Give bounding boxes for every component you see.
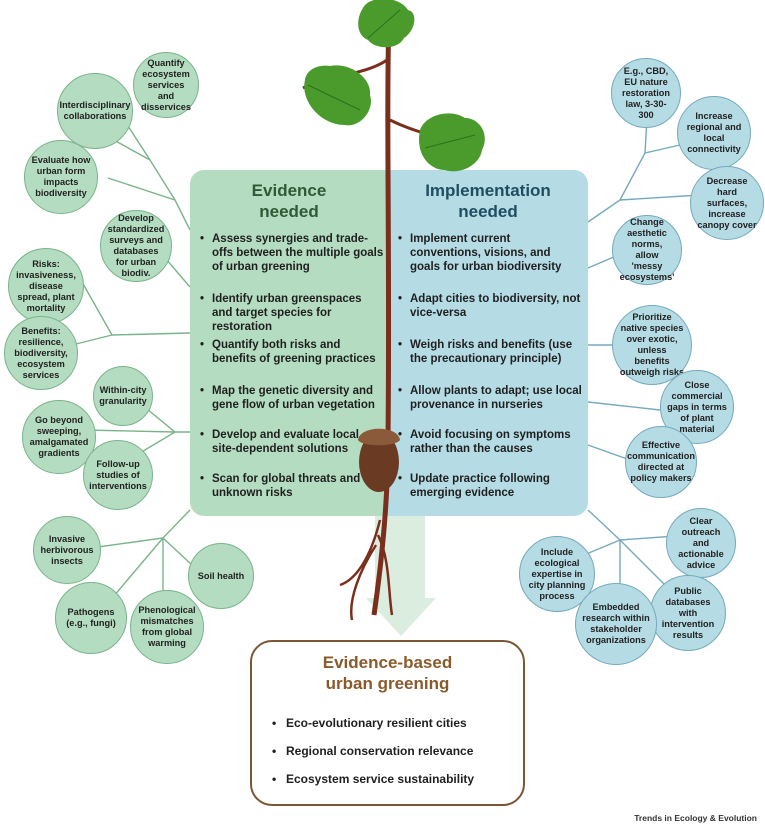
implementation-bubble: E.g., CBD, EU nature restoration law, 3-… [611, 58, 681, 128]
journal-credit: Trends in Ecology & Evolution [634, 813, 757, 823]
evidence-bubble: Interdisciplinary collaborations [57, 73, 133, 149]
evidence-title-line2: needed [259, 202, 319, 221]
implementation-bubble: Increase regional and local connectivity [677, 96, 751, 170]
evidence-bubble: Pathogens (e.g., fungi) [55, 582, 127, 654]
outcome-item: Regional conservation relevance [272, 744, 473, 758]
outcome-title-line2: urban greening [325, 674, 450, 693]
implementation-bubble: Effective communication directed at poli… [625, 426, 697, 498]
evidence-bubble: Invasive herbivorous insects [33, 516, 101, 584]
connector-right-bottom [559, 444, 691, 610]
implementation-item: Avoid focusing on symptoms rather than t… [398, 428, 583, 456]
outcome-title-line1: Evidence-based [322, 653, 453, 672]
implementation-bubble: Decrease hard surfaces, increase canopy … [690, 166, 764, 240]
evidence-bubble: Benefits: resilience, biodiversity, ecos… [4, 316, 78, 390]
outcome-title: Evidence-based urban greening [250, 652, 525, 694]
implementation-item: Adapt cities to biodiversity, not vice-v… [398, 292, 583, 320]
leaf-top [358, 0, 415, 48]
acorn-cap [358, 428, 400, 446]
implementation-bubble: Close commercial gaps in terms of plant … [660, 370, 734, 444]
implementation-bubble: Clear outreach and actionable advice [666, 508, 736, 578]
leaf-right [419, 113, 485, 172]
evidence-item: Quantify both risks and benefits of gree… [200, 338, 385, 366]
implementation-item: Allow plants to adapt; use local provena… [398, 384, 583, 412]
evidence-title-line1: Evidence [251, 181, 327, 200]
evidence-item: Map the genetic diversity and gene flow … [200, 384, 385, 412]
evidence-bubble: Quantify ecosystem services and disservi… [133, 52, 199, 118]
evidence-item: Develop and evaluate local, site-depende… [200, 428, 385, 456]
evidence-bubble: Soil health [188, 543, 254, 609]
implementation-item: Weigh risks and benefits (use the precau… [398, 338, 583, 366]
connector-left-bottom [97, 509, 194, 611]
evidence-bubble: Develop standardized surveys and databas… [100, 210, 172, 282]
evidence-bubble: Evaluate how urban form impacts biodiver… [24, 140, 98, 214]
implementation-title-line2: needed [458, 202, 518, 221]
outcome-item: Eco-evolutionary resilient cities [272, 716, 467, 730]
connector-right-top [587, 117, 701, 223]
evidence-bubble: Risks: invasiveness, disease spread, pla… [8, 248, 84, 324]
evidence-bubble: Go beyond sweeping, amalgamated gradient… [22, 400, 96, 474]
evidence-bubble: Follow-up studies of interventions [83, 440, 153, 510]
implementation-title-line1: Implementation [425, 181, 551, 200]
evidence-bubble: Phenological mismatches from global warm… [130, 590, 204, 664]
evidence-item: Assess synergies and trade-offs between … [200, 232, 385, 274]
implementation-item: Implement current conventions, visions, … [398, 232, 583, 274]
acorn-body [359, 432, 399, 492]
implementation-bubble: Change aesthetic norms, allow 'messy eco… [612, 215, 682, 285]
evidence-title: Evidence needed [190, 180, 388, 222]
leaf-left [304, 65, 371, 126]
implementation-title: Implementation needed [388, 180, 588, 222]
roots [339, 519, 394, 621]
implementation-bubble: Embedded research within stakeholder org… [575, 583, 657, 665]
stem [371, 14, 392, 616]
outcome-item: Ecosystem service sustainability [272, 772, 474, 786]
evidence-bubble: Within-city granularity [93, 366, 153, 426]
evidence-item: Identify urban greenspaces and target sp… [200, 292, 385, 334]
evidence-item: Scan for global threats and unknown risk… [200, 472, 385, 500]
implementation-item: Update practice following emerging evide… [398, 472, 583, 500]
implementation-bubble: Prioritize native species over exotic, u… [612, 305, 692, 385]
implementation-bubble: Public databases with intervention resul… [650, 575, 726, 651]
